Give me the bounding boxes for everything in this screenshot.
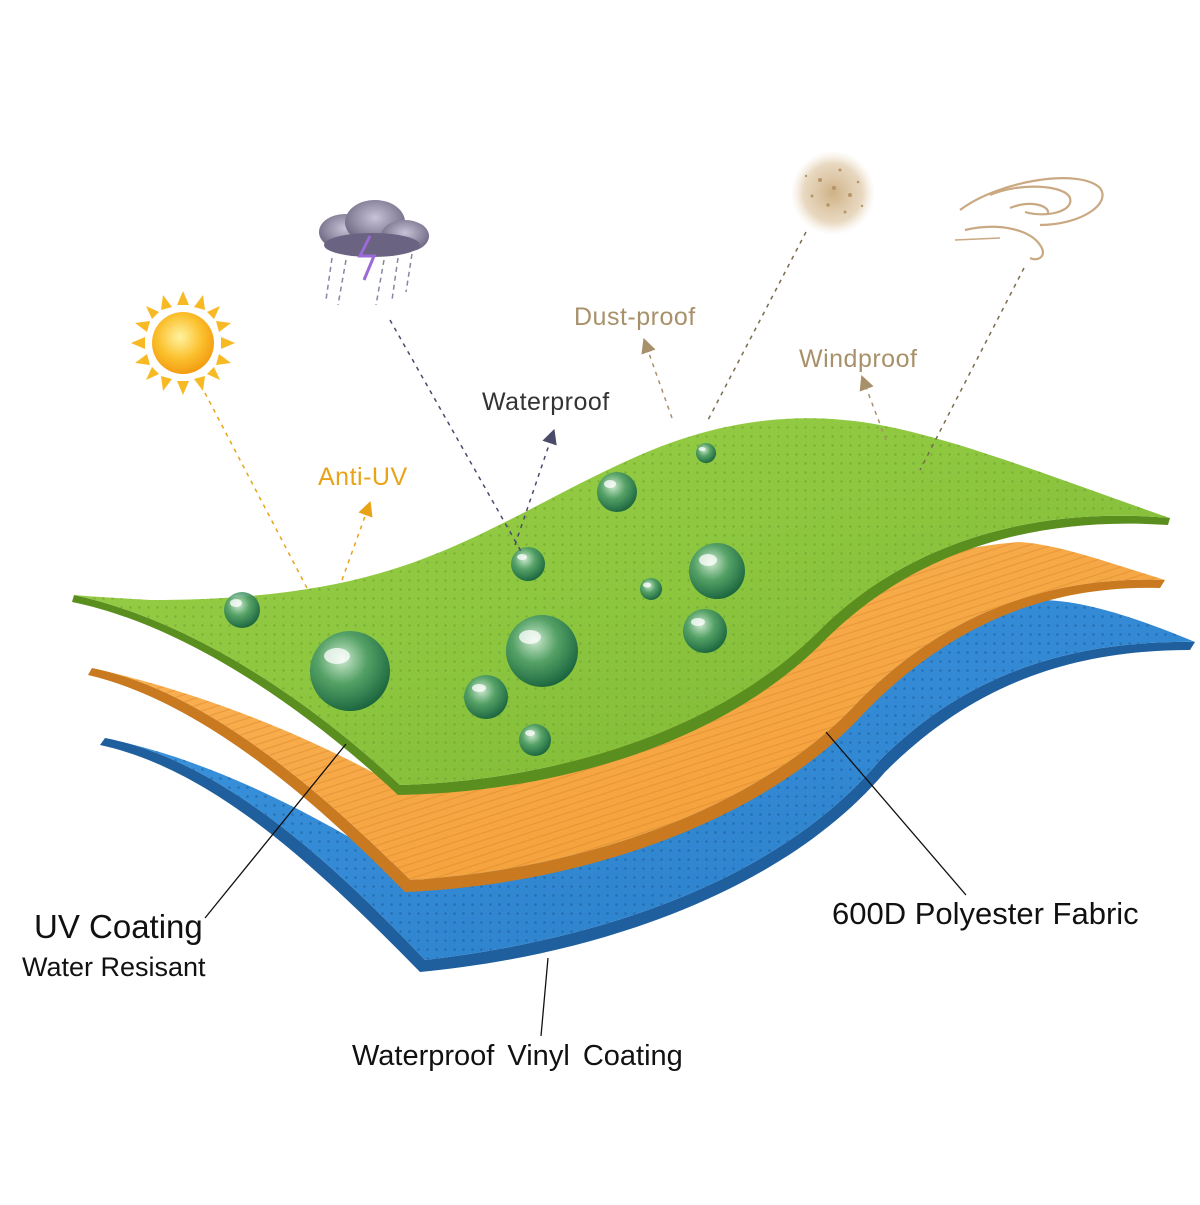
water-droplet (511, 547, 545, 581)
uv-coating-label: UV Coating (34, 908, 203, 946)
sun-icon (131, 291, 235, 395)
water-droplet (640, 578, 662, 600)
vinyl-coating-label: Waterproof Vinyl Coating (352, 1040, 683, 1073)
water-droplet (506, 615, 578, 687)
water-droplet (310, 631, 390, 711)
water-droplet (464, 675, 508, 719)
water-droplet (683, 609, 727, 653)
storm-cloud-icon (319, 200, 429, 305)
wind-swirl-icon (955, 178, 1103, 259)
water-droplet (696, 443, 716, 463)
water-droplet (519, 724, 551, 756)
water-droplet (597, 472, 637, 512)
polyester-fabric-label: 600D Polyester Fabric (832, 896, 1139, 932)
windproof-label: Windproof (799, 345, 917, 374)
dust-proof-label: Dust-proof (574, 303, 696, 332)
water-droplet (689, 543, 745, 599)
dust-icon (791, 151, 875, 235)
anti-uv-label: Anti-UV (318, 463, 408, 492)
water-resistant-label: Water Resisant (22, 952, 206, 983)
waterproof-label: Waterproof (482, 388, 610, 417)
water-droplet (224, 592, 260, 628)
